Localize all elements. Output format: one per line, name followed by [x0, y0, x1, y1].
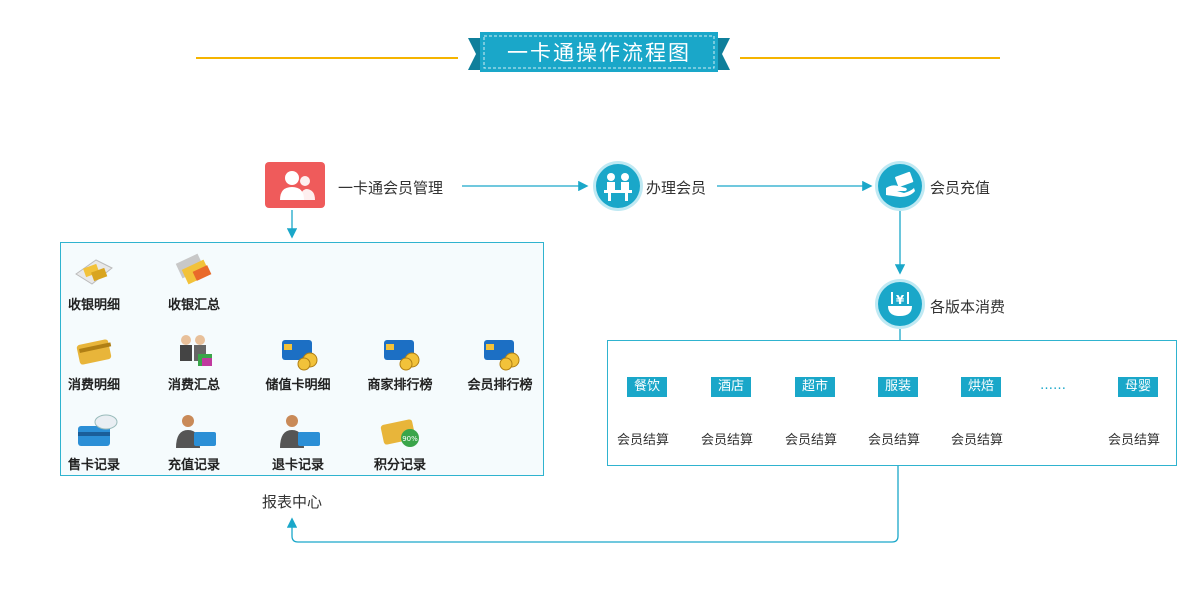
settle-label: 会员结算: [1108, 433, 1161, 448]
report-item-card-return[interactable]: 退卡记录: [258, 410, 338, 473]
yen-consume-icon: ¥: [878, 282, 922, 326]
report-item-label: 消费明细: [67, 378, 120, 393]
counter-service-icon: [596, 164, 640, 208]
version-tag-mother-baby[interactable]: 母婴: [1118, 377, 1158, 397]
cash-summary-icon: [166, 250, 222, 292]
stored-card-icon: [270, 330, 326, 372]
users-icon: [265, 162, 325, 208]
versions-ellipsis: ……: [1040, 378, 1066, 393]
report-item-label: 充值记录: [167, 458, 220, 473]
report-item-consume-detail[interactable]: 消费明细: [54, 330, 134, 393]
version-tag-bakery[interactable]: 烘焙: [961, 377, 1001, 397]
settle-label: 会员结算: [868, 433, 921, 448]
report-item-label: 会员排行榜: [467, 378, 533, 393]
report-item-merchant-rank[interactable]: 商家排行榜: [360, 330, 440, 393]
report-item-points-record[interactable]: 90% 积分记录: [360, 410, 440, 473]
report-item-label: 收银汇总: [167, 298, 220, 313]
version-tag-catering[interactable]: 餐饮: [627, 377, 667, 397]
title-banner: [468, 32, 730, 72]
report-item-cash-detail[interactable]: 收银明细: [54, 250, 134, 313]
report-center-label: 报表中心: [262, 493, 323, 511]
settle-label: 会员结算: [951, 433, 1004, 448]
report-item-recharge-record[interactable]: 充值记录: [154, 410, 234, 473]
report-item-label: 消费汇总: [167, 378, 220, 393]
report-item-stored-card[interactable]: 储值卡明细: [258, 330, 338, 393]
title-right-line: [740, 57, 1000, 59]
cash-detail-icon: [66, 250, 122, 292]
version-tag-hotel[interactable]: 酒店: [711, 377, 751, 397]
report-item-consume-summary[interactable]: 消费汇总: [154, 330, 234, 393]
report-item-card-sale[interactable]: 售卡记录: [54, 410, 134, 473]
recharge-record-icon: [166, 410, 222, 452]
version-tag-supermarket[interactable]: 超市: [795, 377, 835, 397]
settle-label: 会员结算: [617, 433, 670, 448]
report-item-label: 售卡记录: [67, 458, 120, 473]
report-item-label: 商家排行榜: [367, 378, 433, 393]
register-member-label: 办理会员: [646, 179, 707, 197]
card-return-icon: [270, 410, 326, 452]
consume-summary-icon: [166, 330, 222, 372]
report-item-member-rank[interactable]: 会员排行榜: [460, 330, 540, 393]
merchant-rank-icon: [372, 330, 428, 372]
report-item-label: 收银明细: [67, 298, 120, 313]
version-tag-clothing[interactable]: 服装: [878, 377, 918, 397]
report-item-label: 退卡记录: [271, 458, 324, 473]
card-payment-icon: [878, 164, 922, 208]
report-item-cash-summary[interactable]: 收银汇总: [154, 250, 234, 313]
versions-panel: [607, 340, 1177, 466]
member-rank-icon: [472, 330, 528, 372]
card-sale-icon: [66, 410, 122, 452]
consume-detail-icon: [66, 330, 122, 372]
settle-label: 会员结算: [785, 433, 838, 448]
page-title: 一卡通操作流程图: [507, 41, 691, 65]
settle-label: 会员结算: [701, 433, 754, 448]
points-record-icon: 90%: [372, 410, 428, 452]
consume-label: 各版本消费: [930, 298, 1006, 316]
title-left-line: [196, 57, 458, 59]
recharge-label: 会员充值: [930, 179, 991, 197]
report-item-label: 积分记录: [373, 458, 426, 473]
svg-text:¥: ¥: [896, 293, 905, 307]
member-management-label: 一卡通会员管理: [338, 179, 444, 197]
report-item-label: 储值卡明细: [265, 378, 331, 393]
svg-text:90%: 90%: [402, 435, 418, 443]
